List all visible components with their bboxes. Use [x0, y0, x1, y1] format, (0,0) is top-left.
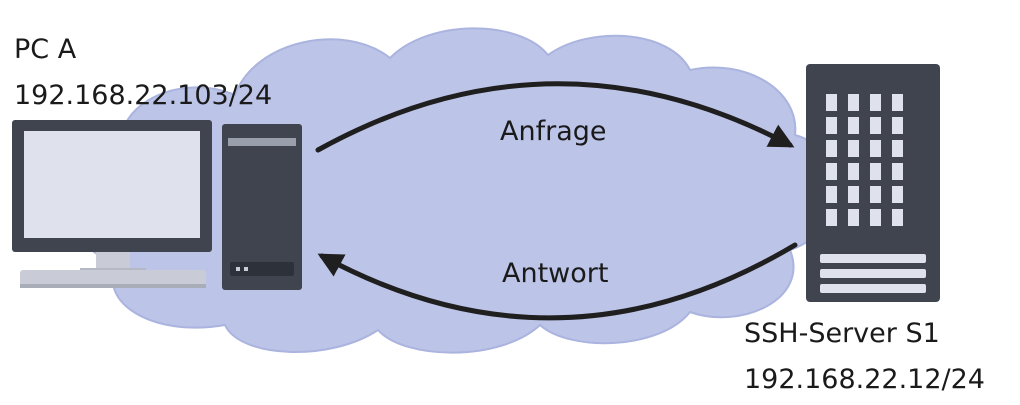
server-slot [870, 209, 881, 226]
pc-a-ip-label: 192.168.22.103/24 [14, 80, 273, 111]
server-slot [892, 186, 903, 203]
server-ip-label: 192.168.22.12/24 [744, 364, 985, 395]
server-slot [848, 209, 859, 226]
server-slot [870, 186, 881, 203]
pc-a-name-label: PC A [14, 34, 77, 65]
server-slot [870, 163, 881, 180]
server-panel-grid [826, 94, 903, 226]
server-slot [848, 186, 859, 203]
response-label: Antwort [502, 258, 609, 289]
server-slot [826, 140, 837, 157]
server-slot [826, 186, 837, 203]
request-arrow [315, 81, 795, 153]
pc-a-tower-icon [222, 124, 302, 290]
response-arrow [317, 242, 798, 321]
server-slot [826, 117, 837, 134]
server-slot [892, 163, 903, 180]
server-slot [826, 163, 837, 180]
pc-a-keyboard-icon [20, 270, 206, 288]
server-slot [892, 140, 903, 157]
server-slot [826, 209, 837, 226]
server-slot [870, 94, 881, 111]
server-slot [848, 117, 859, 134]
server-slot [826, 94, 837, 111]
server-slot [848, 140, 859, 157]
server-name-label: SSH-Server S1 [744, 318, 940, 349]
server-slot [892, 94, 903, 111]
server-slot [870, 117, 881, 134]
server-slot [892, 117, 903, 134]
pc-a-monitor-icon [12, 120, 212, 274]
server-slot [870, 140, 881, 157]
server-slot [848, 163, 859, 180]
server-slot [892, 209, 903, 226]
server-slot [848, 94, 859, 111]
ssh-server-icon [806, 64, 940, 302]
request-label: Anfrage [500, 116, 607, 147]
